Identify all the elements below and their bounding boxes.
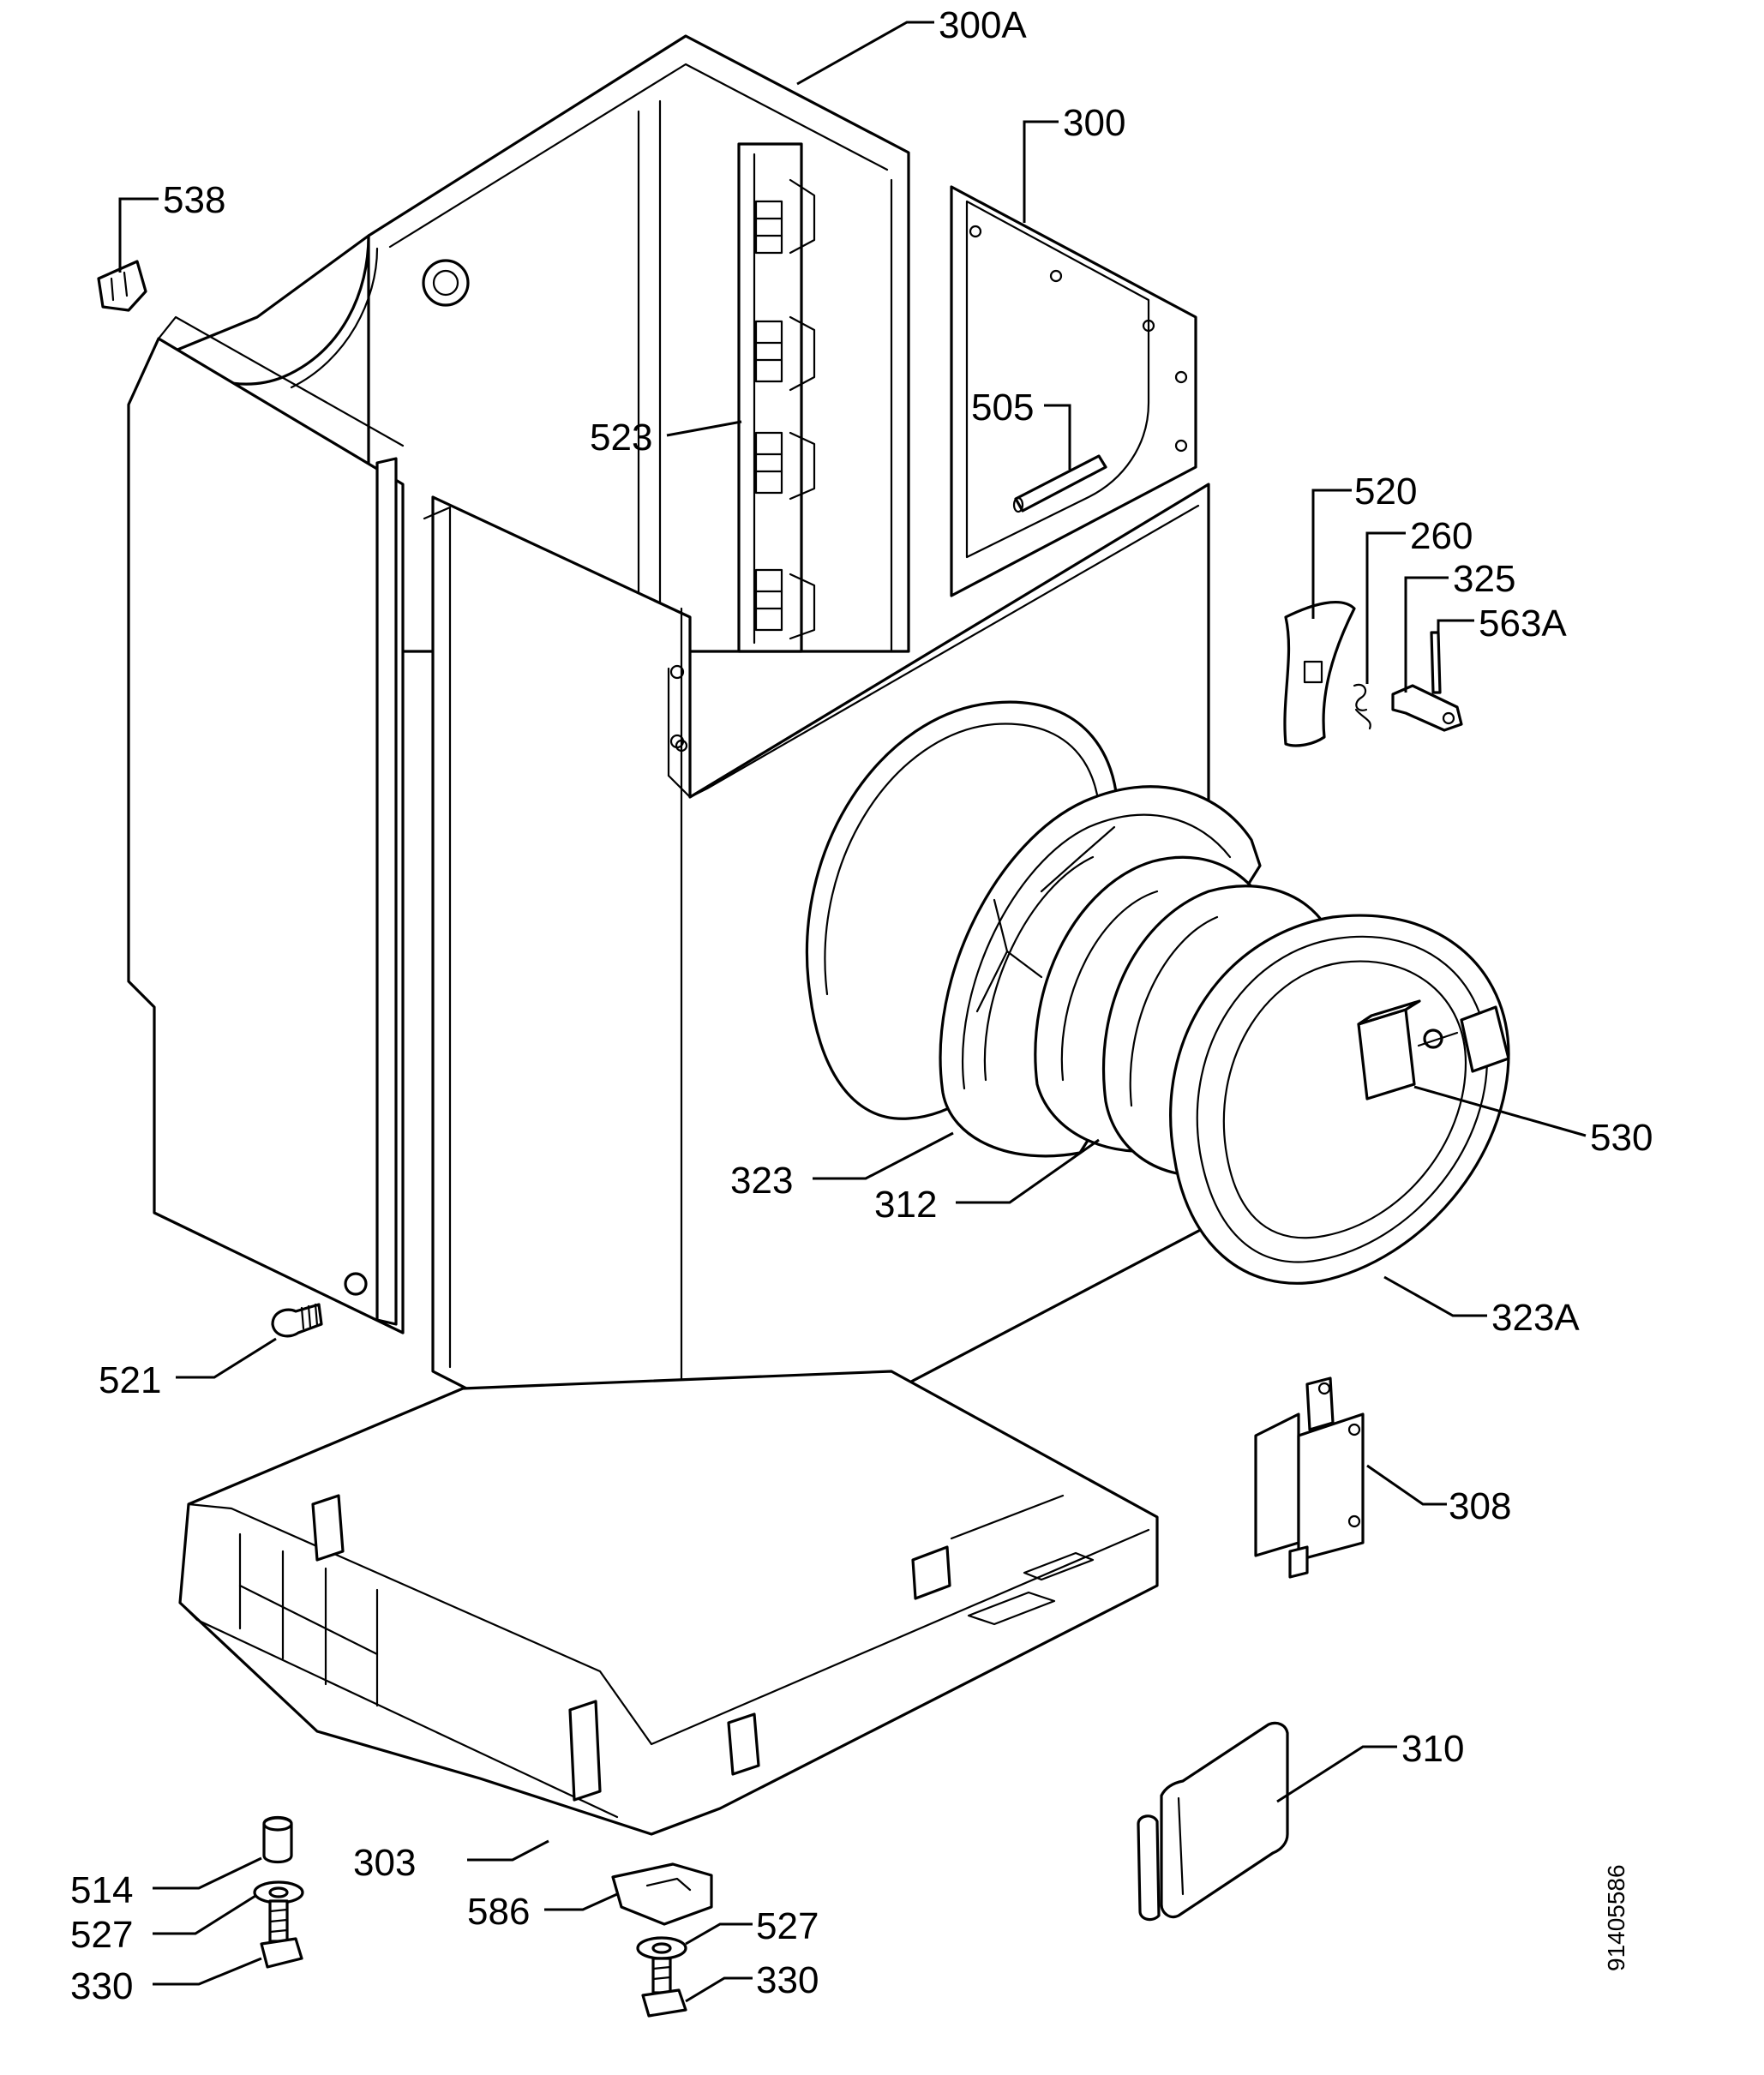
callout-label: 330: [756, 1959, 819, 2001]
callout-538: 538: [118, 179, 225, 273]
callout-label: 300A: [939, 4, 1027, 46]
callout-label: 330: [70, 1965, 133, 2007]
callout-label: 308: [1449, 1485, 1511, 1527]
drawing-code: 91405586: [1603, 1864, 1629, 1971]
callout-label: 300: [1063, 102, 1125, 144]
callout-label: 325: [1453, 558, 1515, 600]
callout-label: 586: [467, 1891, 530, 1933]
callout-label: 312: [874, 1184, 937, 1226]
callout-527-right: 527: [685, 1905, 819, 1947]
hinge-plate-part-520: [1283, 601, 1356, 747]
cabinet-right-side-panel: [950, 185, 1197, 597]
callout-521: 521: [99, 1337, 277, 1401]
door-handle-part-530: [1357, 999, 1459, 1100]
callout-label: 563A: [1479, 603, 1567, 645]
callout-330-left: 330: [70, 1957, 262, 2007]
callout-308: 308: [1366, 1464, 1511, 1527]
door-part-323A: [1169, 914, 1510, 1285]
left-side-panel: [127, 315, 405, 1334]
callout-label: 323: [730, 1160, 793, 1202]
callout-label: 310: [1401, 1728, 1464, 1770]
washer-part-527-right: [636, 1936, 687, 1960]
callout-label: 530: [1590, 1117, 1653, 1159]
callout-312: 312: [874, 1138, 1100, 1226]
screw-part-521: [271, 1303, 323, 1338]
callout-300: 300: [1023, 102, 1125, 223]
callout-527-left: 527: [70, 1894, 256, 1956]
callout-label: 323A: [1491, 1297, 1580, 1339]
callout-label: 521: [99, 1359, 161, 1401]
pin-part-563A: [1430, 631, 1442, 694]
lever-part-325: [1391, 684, 1463, 732]
callout-325: 325: [1404, 558, 1515, 693]
callout-530: 530: [1413, 1085, 1653, 1159]
adjustable-foot-part-330-right: [641, 1957, 687, 2018]
callout-323A: 323A: [1383, 1275, 1580, 1339]
callout-310: 310: [1276, 1728, 1464, 1803]
callout-323: 323: [730, 1131, 954, 1202]
callout-label: 527: [756, 1905, 819, 1947]
callout-505: 505: [971, 387, 1071, 470]
callout-label: 538: [163, 179, 225, 221]
callout-330-right: 330: [685, 1959, 819, 2003]
callout-label: 505: [971, 387, 1034, 429]
spring-part-260: [1353, 683, 1371, 730]
callout-303: 303: [353, 1839, 549, 1884]
callout-260: 260: [1365, 515, 1473, 684]
spine-bracket-part-523: [737, 142, 816, 653]
door-gasket-ring-parts: [939, 785, 1335, 1177]
callout-label: 303: [353, 1842, 416, 1884]
base-frame-part-303: [178, 1370, 1159, 1836]
callout-520: 520: [1311, 471, 1417, 619]
callout-563A: 563A: [1437, 603, 1567, 645]
washer-part-527-left: [253, 1880, 304, 1904]
rod-part-505: [1012, 454, 1107, 513]
callout-label: 527: [70, 1914, 133, 1956]
adjustable-foot-part-330-left: [260, 1899, 303, 1969]
callout-523: 523: [590, 417, 742, 459]
clip-part-538: [97, 260, 147, 312]
foot-cap-part-514: [262, 1815, 293, 1864]
callout-label: 514: [70, 1869, 133, 1911]
callout-586: 586: [467, 1891, 618, 1933]
callout-label: 523: [590, 417, 652, 459]
callout-label: 260: [1410, 515, 1473, 557]
foot-bracket-part-586: [611, 1862, 713, 1926]
callout-300A: 300A: [796, 4, 1027, 86]
hinge-part-308: [1254, 1376, 1365, 1579]
callout-label: 520: [1354, 471, 1417, 513]
filter-cover-part-310: [1137, 1721, 1289, 1922]
callout-514: 514: [70, 1856, 262, 1911]
front-panel: [423, 483, 1210, 1502]
